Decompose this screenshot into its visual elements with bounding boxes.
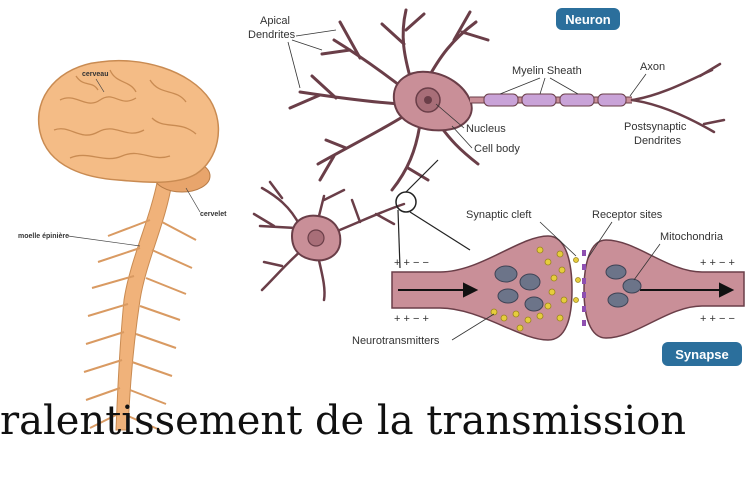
synapse-figure: + + − − + + − + + + − + + + − − Synaptic… bbox=[352, 209, 744, 366]
spinal-cord bbox=[116, 178, 172, 430]
label-apical-1: Apical bbox=[260, 15, 290, 27]
label-postsynaptic-2: Dendrites bbox=[634, 135, 682, 147]
synapse-badge: Synapse bbox=[675, 347, 728, 362]
charge-bottom-left: + + − + bbox=[394, 313, 429, 325]
label-receptor-sites: Receptor sites bbox=[592, 209, 663, 221]
label-cell-body: Cell body bbox=[474, 143, 520, 155]
brain-spine-figure: cerveau cervelet moelle épinière bbox=[18, 61, 227, 430]
caption-text: ralentissement de la transmission bbox=[0, 398, 746, 468]
neuron-badge: Neuron bbox=[565, 12, 611, 27]
label-myelin-sheath: Myelin Sheath bbox=[512, 65, 582, 77]
label-axon: Axon bbox=[640, 61, 665, 73]
label-mitochondria: Mitochondria bbox=[660, 231, 724, 243]
label-moelle-epiniere: moelle épinière bbox=[18, 233, 69, 240]
charge-top-right: + + − + bbox=[700, 257, 735, 269]
myelin-sheaths bbox=[484, 94, 626, 106]
label-neurotransmitters: Neurotransmitters bbox=[352, 335, 440, 347]
label-postsynaptic-1: Postsynaptic bbox=[624, 121, 687, 133]
brain bbox=[39, 61, 219, 183]
label-apical-2: Dendrites bbox=[248, 29, 296, 41]
label-nucleus: Nucleus bbox=[466, 123, 506, 135]
zoom-circle bbox=[396, 192, 416, 212]
neuron-figure: Neuron Api bbox=[248, 8, 724, 190]
label-cerveau: cerveau bbox=[82, 71, 108, 78]
charge-bottom-right: + + − − bbox=[700, 313, 735, 325]
label-synaptic-cleft: Synaptic cleft bbox=[466, 209, 531, 221]
charge-top-left: + + − − bbox=[394, 257, 429, 269]
label-cervelet: cervelet bbox=[200, 211, 227, 218]
